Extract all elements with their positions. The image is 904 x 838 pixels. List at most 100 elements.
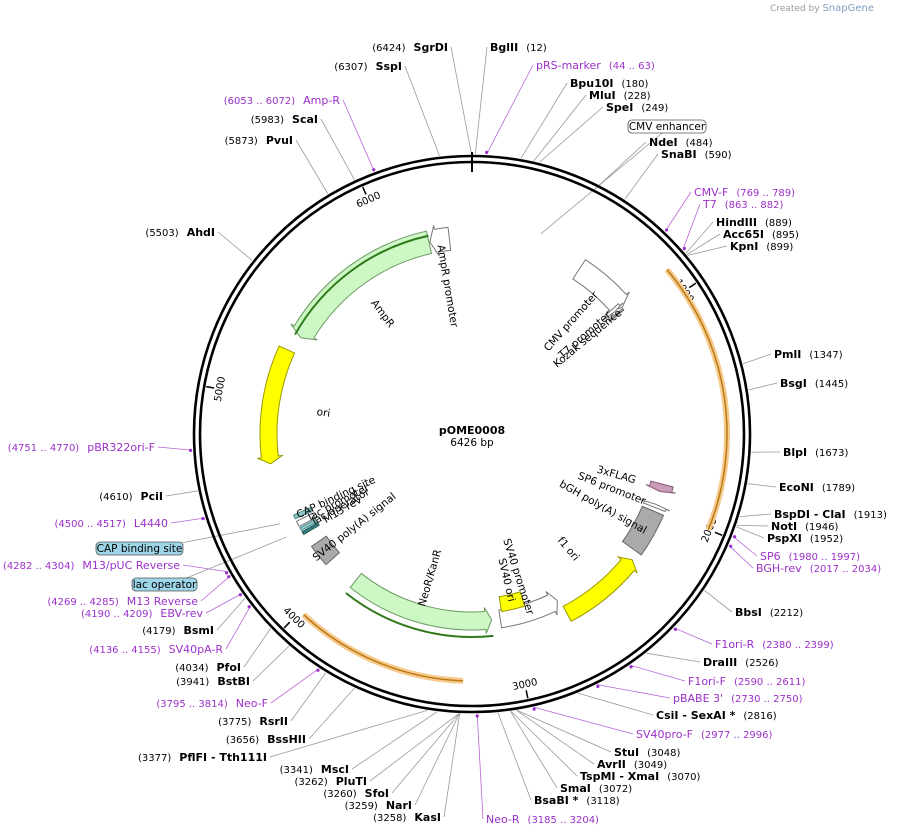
feature-kozak-sequence[interactable] <box>608 307 625 323</box>
site-pspxi[interactable]: PspXI(1952) <box>767 532 843 545</box>
feature-ori[interactable] <box>257 345 296 465</box>
plasmid-size: 6426 bp <box>450 437 494 449</box>
site-kasi-name: KasI <box>414 811 441 824</box>
primer-prs-marker[interactable]: pRS-marker(44 .. 63) <box>536 59 655 72</box>
feature-lac-promoter[interactable] <box>295 512 316 528</box>
site-sfoi[interactable]: SfoI(3260) <box>323 787 389 800</box>
site-bbsi[interactable]: BbsI(2212) <box>735 606 803 619</box>
primer-pbr322ori-f[interactable]: pBR322ori-F(4751 .. 4770) <box>8 441 155 454</box>
site-pflfi-pos: (3377) <box>138 753 171 764</box>
site-acc65i[interactable]: Acc65I(895) <box>723 228 799 241</box>
site-snabi-name: SnaBI <box>661 148 697 161</box>
site-ahdi[interactable]: AhdI(5503) <box>145 226 215 239</box>
site-spei[interactable]: SpeI(249) <box>606 101 668 114</box>
site-pcii[interactable]: PciI(4610) <box>99 490 163 503</box>
site-econi[interactable]: EcoNI(1789) <box>779 481 855 494</box>
label-box <box>131 577 198 592</box>
site-bsshii[interactable]: BssHII(3656) <box>226 733 306 746</box>
site-pluti[interactable]: PluTI(3262) <box>294 775 367 788</box>
site-pfoi[interactable]: PfoI(4034) <box>175 661 241 674</box>
boxed-label-cap-binding-site[interactable]: CAP binding site <box>95 541 184 556</box>
feature-f1-ori[interactable] <box>562 556 638 623</box>
site-pspxi-leader <box>736 526 765 539</box>
site-stui[interactable]: StuI(3048) <box>614 746 680 759</box>
primer-m13-reverse[interactable]: M13 Reverse(4269 .. 4285) <box>47 595 198 608</box>
site-noti-name: NotI <box>771 520 797 533</box>
primer-bgh-rev[interactable]: BGH-rev(2017 .. 2034) <box>756 562 881 575</box>
primer-sp6[interactable]: SP6(1980 .. 1997) <box>760 550 860 563</box>
site-bpu10i[interactable]: Bpu10I(180) <box>570 77 648 90</box>
site-econi-name: EcoNI <box>779 481 814 494</box>
site-pvui-pos: (5873) <box>225 136 258 147</box>
site-kpni[interactable]: KpnI(899) <box>730 240 793 253</box>
feature-neor-kanr[interactable] <box>349 572 493 634</box>
feature-bgh-poly-a-signal[interactable] <box>621 505 665 556</box>
primer-sv40pro-f-leader <box>533 706 634 735</box>
site-bspdi[interactable]: BspDI - ClaI(1913) <box>774 508 887 521</box>
site-hindiii[interactable]: HindIII(889) <box>716 216 792 229</box>
site-bsgi[interactable]: BsgI(1445) <box>780 377 848 390</box>
site-bstbi[interactable]: BstBI(3941) <box>176 675 250 688</box>
primer-l4440[interactable]: L4440(4500 .. 4517) <box>54 517 168 530</box>
primer-neo-r[interactable]: Neo-R(3185 .. 3204) <box>486 813 599 826</box>
site-noti[interactable]: NotI(1946) <box>771 520 838 533</box>
site-bsabi-leader <box>497 712 532 801</box>
feature-ampr[interactable] <box>290 230 433 341</box>
site-pvui[interactable]: PvuI(5873) <box>225 134 293 147</box>
feature-cap-binding-site[interactable] <box>292 507 313 520</box>
primer-amp-r-leader <box>342 99 375 172</box>
site-nari[interactable]: NarI(3259) <box>345 799 412 812</box>
feature-sv40-poly-a-signal[interactable] <box>310 535 341 566</box>
feature-t7-promoter[interactable] <box>603 302 624 321</box>
primer-cmv-f[interactable]: CMV-F(769 .. 789) <box>694 186 795 199</box>
site-sgrdi-pos: (6424) <box>372 43 405 54</box>
site-bbsi-pos: (2212) <box>770 608 803 619</box>
site-snabi[interactable]: SnaBI(590) <box>661 148 732 161</box>
site-tspmi[interactable]: TspMI - XmaI(3070) <box>580 770 701 783</box>
primer-pbabe-3[interactable]: pBABE 3'(2730 .. 2750) <box>673 692 803 705</box>
site-sgrdi[interactable]: SgrDI(6424) <box>372 41 448 54</box>
site-blpi[interactable]: BlpI(1673) <box>783 446 848 459</box>
boxed-label-cmv-enhancer[interactable]: CMV enhancer <box>627 119 707 134</box>
site-bsgi-pos: (1445) <box>815 379 848 390</box>
site-scai[interactable]: ScaI(5983) <box>251 113 318 126</box>
site-mlui[interactable]: MluI(228) <box>589 89 651 102</box>
feature-3xflag[interactable] <box>645 480 676 494</box>
site-sspi[interactable]: SspI(6307) <box>334 60 402 73</box>
primer-neo-f[interactable]: Neo-F(3795 .. 3814) <box>156 697 268 710</box>
site-draiii[interactable]: DraIII(2526) <box>703 656 779 669</box>
primer-sv40pro-f[interactable]: SV40pro-F(2977 .. 2996) <box>636 728 773 741</box>
primer-mark <box>372 168 376 172</box>
boxed-label-lac-operator[interactable]: lac operator <box>131 577 198 592</box>
primer-ebv-rev-pos: (4190 .. 4209) <box>81 609 153 620</box>
primer-f1ori-f[interactable]: F1ori-F(2590 .. 2611) <box>688 675 805 688</box>
feature-lac-operator[interactable] <box>299 518 318 532</box>
site-pmli[interactable]: PmlI(1347) <box>774 348 843 361</box>
primer-t7[interactable]: T7(863 .. 882) <box>702 198 784 211</box>
primer-ebv-rev[interactable]: EBV-rev(4190 .. 4209) <box>81 607 203 620</box>
site-avrii[interactable]: AvrII(3049) <box>597 758 667 771</box>
feature-m13-rev[interactable] <box>301 522 320 536</box>
site-msci[interactable]: MscI(3341) <box>280 763 349 776</box>
feature-sp6-promoter[interactable] <box>640 499 670 513</box>
site-econi-leader <box>747 483 777 488</box>
site-kasi[interactable]: KasI(3258) <box>373 811 441 824</box>
site-smai[interactable]: SmaI(3072) <box>560 782 632 795</box>
site-bsabi-pos: (3118) <box>586 796 619 807</box>
primer-amp-r[interactable]: Amp-R(6053 .. 6072) <box>224 94 341 107</box>
site-csii[interactable]: CsiI - SexAI *(2816) <box>656 709 777 722</box>
orf-arrow <box>294 234 429 336</box>
site-ndei[interactable]: NdeI(484) <box>649 136 713 149</box>
site-sfoi-pos: (3260) <box>323 789 356 800</box>
feature-ampr-promoter[interactable] <box>429 225 452 257</box>
site-bsabi[interactable]: BsaBI *(3118) <box>534 794 620 807</box>
primer-mark <box>485 150 489 154</box>
site-bsmi[interactable]: BsmI(4179) <box>142 624 214 637</box>
primer-m13-puc-reverse[interactable]: M13/pUC Reverse(4282 .. 4304) <box>3 559 180 572</box>
site-bglii[interactable]: BglII(12) <box>490 41 547 54</box>
site-rsrii[interactable]: RsrII(3775) <box>218 715 288 728</box>
primer-sv40pa-r[interactable]: SV40pA-R(4136 .. 4155) <box>89 643 223 656</box>
feature-sv40-ori[interactable] <box>498 591 526 613</box>
site-pflfi[interactable]: PflFI - Tth111I(3377) <box>138 751 267 764</box>
primer-f1ori-r[interactable]: F1ori-R(2380 .. 2399) <box>715 638 834 651</box>
